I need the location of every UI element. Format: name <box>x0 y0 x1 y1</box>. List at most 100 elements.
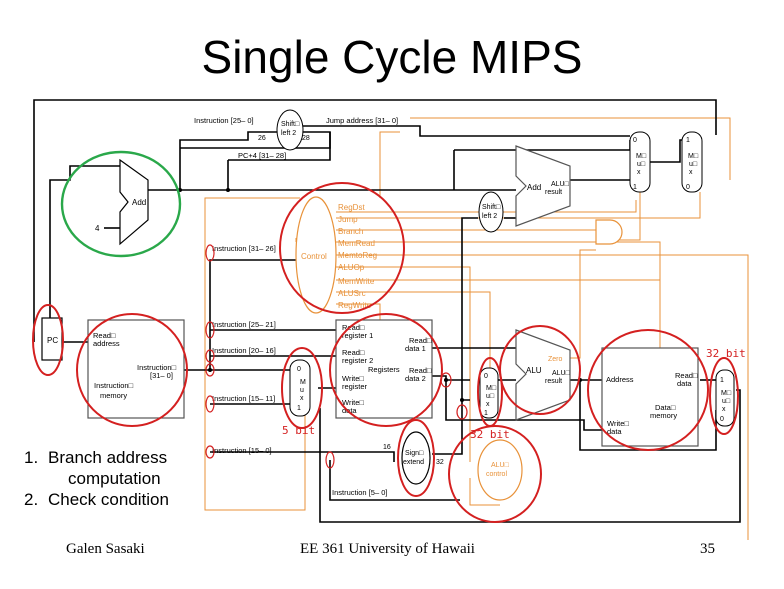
svg-text:M□: M□ <box>486 385 497 392</box>
svg-text:Read□: Read□ <box>342 348 365 357</box>
svg-text:[31– 0]: [31– 0] <box>150 371 173 380</box>
control-wires <box>204 117 749 540</box>
svg-text:ALU: ALU <box>526 366 542 375</box>
svg-text:Read□: Read□ <box>342 323 365 332</box>
svg-text:Data□: Data□ <box>655 403 676 412</box>
svg-text:Address: Address <box>606 375 634 384</box>
pc-adder <box>119 158 149 246</box>
svg-text:left 2: left 2 <box>281 130 296 137</box>
svg-text:Read□: Read□ <box>409 336 432 345</box>
svg-text:address: address <box>93 339 120 348</box>
alusrc-mux <box>479 367 499 419</box>
svg-text:data: data <box>342 406 357 415</box>
svg-text:1: 1 <box>297 405 301 412</box>
red-annotations <box>32 182 739 523</box>
svg-text:Jump address [31– 0]: Jump address [31– 0] <box>326 116 398 125</box>
signal-alusrc: ALUSrc <box>338 289 366 298</box>
memtoreg-mux <box>715 369 735 427</box>
svg-text:4: 4 <box>95 224 100 233</box>
svg-text:x: x <box>722 406 726 413</box>
signal-memtoreg: MemtoReg <box>338 251 377 260</box>
svg-text:Instruction [31– 26]: Instruction [31– 26] <box>212 244 276 253</box>
signal-branch: Branch <box>338 227 363 236</box>
signal-aluop: ALUOp <box>338 263 365 272</box>
svg-text:u□: u□ <box>689 161 698 168</box>
svg-text:Shift□: Shift□ <box>281 121 300 128</box>
svg-text:left 2: left 2 <box>482 213 497 220</box>
svg-text:u□: u□ <box>486 393 495 400</box>
signal-regwrite: RegWrite <box>338 301 372 310</box>
svg-text:result: result <box>545 189 562 196</box>
wire-tap-markers <box>205 244 468 469</box>
svg-text:1: 1 <box>686 137 690 144</box>
svg-text:Instruction [15– 11]: Instruction [15– 11] <box>212 394 275 403</box>
signal-memwrite: MemWrite <box>338 277 375 286</box>
label-32-bit-a: 32 bit <box>470 428 510 441</box>
sign-extend-unit <box>401 431 431 485</box>
instruction-memory-block <box>87 319 185 419</box>
main-alu <box>515 329 571 421</box>
svg-text:1: 1 <box>720 377 724 384</box>
signal-jump: Jump <box>338 215 358 224</box>
svg-text:Read□: Read□ <box>675 371 698 380</box>
svg-text:ALU□: ALU□ <box>552 370 571 377</box>
svg-text:26: 26 <box>258 135 266 142</box>
svg-text:register 1: register 1 <box>342 331 373 340</box>
svg-text:PC+4 [31– 28]: PC+4 [31– 28] <box>238 151 286 160</box>
svg-text:1: 1 <box>484 410 488 417</box>
svg-text:M□: M□ <box>688 153 699 160</box>
slide-title: Single Cycle MIPS <box>201 31 583 83</box>
svg-text:Shift□: Shift□ <box>482 204 501 211</box>
svg-text:Zero: Zero <box>548 356 563 363</box>
alu-control-unit <box>477 439 523 501</box>
and-gate <box>595 219 623 245</box>
svg-text:0: 0 <box>720 416 724 423</box>
svg-text:register 2: register 2 <box>342 356 373 365</box>
svg-text:0: 0 <box>297 366 301 373</box>
svg-text:Instruction [25– 0]: Instruction [25– 0] <box>194 116 254 125</box>
svg-text:data: data <box>607 427 622 436</box>
svg-text:u□: u□ <box>637 161 646 168</box>
svg-text:0: 0 <box>484 373 488 380</box>
shift-left-2-jump <box>276 109 304 151</box>
svg-text:x: x <box>689 169 693 176</box>
signal-regdst: RegDst <box>338 203 365 212</box>
svg-text:32: 32 <box>436 459 444 466</box>
svg-text:Read□: Read□ <box>93 331 116 340</box>
svg-text:Write□: Write□ <box>607 419 629 428</box>
svg-text:Registers: Registers <box>368 365 400 374</box>
signal-memread: MemRead <box>338 239 375 248</box>
svg-text:u□: u□ <box>722 398 731 405</box>
svg-text:Write□: Write□ <box>342 374 364 383</box>
label-5-bit: 5 bit <box>282 424 315 437</box>
svg-text:Write□: Write□ <box>342 398 364 407</box>
svg-text:28: 28 <box>302 135 310 142</box>
svg-text:x: x <box>486 401 490 408</box>
green-annotation <box>60 150 182 258</box>
data-memory-block <box>601 347 699 447</box>
svg-text:Add: Add <box>527 183 541 192</box>
regdst-mux <box>289 359 311 417</box>
control-unit <box>295 196 337 314</box>
svg-text:control: control <box>486 471 507 478</box>
svg-text:memory: memory <box>650 411 677 420</box>
svg-text:M□: M□ <box>721 390 732 397</box>
shift-left-2-branch <box>478 191 504 233</box>
svg-text:Instruction [5– 0]: Instruction [5– 0] <box>332 488 387 497</box>
svg-text:Instruction□: Instruction□ <box>94 381 134 390</box>
footer-course: EE 361 University of Hawaii <box>300 541 475 557</box>
svg-text:Instruction [25– 21]: Instruction [25– 21] <box>212 320 276 329</box>
label-32-bit-b: 32 bit <box>706 347 746 360</box>
svg-text:M: M <box>300 379 306 386</box>
register-file <box>335 319 433 419</box>
svg-text:Add: Add <box>132 198 146 207</box>
svg-text:M□: M□ <box>636 153 647 160</box>
svg-text:1: 1 <box>633 184 637 191</box>
svg-text:0: 0 <box>686 184 690 191</box>
svg-text:extend: extend <box>403 459 424 466</box>
branch-adder <box>515 145 571 227</box>
jump-mux <box>681 131 703 193</box>
